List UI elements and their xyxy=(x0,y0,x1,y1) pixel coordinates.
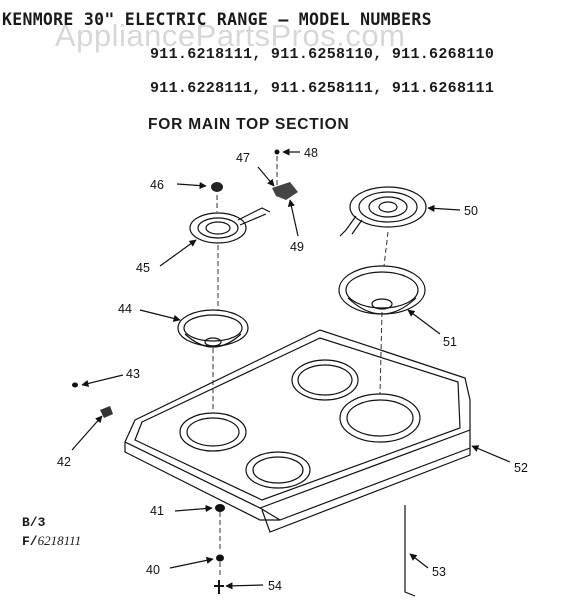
callout-41: 41 xyxy=(150,504,164,518)
bumper-41[interactable] xyxy=(215,504,225,512)
receptacle-block[interactable] xyxy=(272,182,298,200)
stamp-line-2: F/6218111 xyxy=(22,532,81,551)
callout-54: 54 xyxy=(268,579,282,593)
callout-40: 40 xyxy=(146,563,160,577)
screw-43[interactable] xyxy=(72,382,78,388)
large-surface-element[interactable] xyxy=(339,186,427,237)
watermark: AppliancePartsPros.com xyxy=(55,18,406,53)
cooktop-main-top[interactable] xyxy=(124,329,471,533)
callout-49: 49 xyxy=(290,240,304,254)
callout-47: 47 xyxy=(236,151,250,165)
callout-45: 45 xyxy=(136,261,150,275)
stamp-model: 6218111 xyxy=(37,533,82,548)
section-title: FOR MAIN TOP SECTION xyxy=(148,116,350,133)
clip-42[interactable] xyxy=(100,406,113,418)
callout-43: 43 xyxy=(126,367,140,381)
small-surface-element[interactable] xyxy=(189,207,271,244)
screw-48[interactable] xyxy=(274,149,280,155)
callout-50: 50 xyxy=(464,204,478,218)
element-knob-cap[interactable] xyxy=(211,182,223,192)
callout-46: 46 xyxy=(150,178,164,192)
callout-42: 42 xyxy=(57,455,71,469)
screw-54[interactable] xyxy=(214,580,224,594)
callout-51: 51 xyxy=(443,335,457,349)
stamp-line-1: B/3 xyxy=(22,515,46,530)
model-numbers-row-1: 911.6218111, 911.6258110, 911.6268110 xyxy=(150,46,495,63)
large-drip-bowl[interactable] xyxy=(338,265,426,315)
callout-53: 53 xyxy=(432,565,446,579)
diagram-title: KENMORE 30" ELECTRIC RANGE — MODEL NUMBE… xyxy=(2,10,432,29)
bumper-40[interactable] xyxy=(216,554,224,562)
small-drip-bowl[interactable] xyxy=(177,309,249,348)
callout-52: 52 xyxy=(514,461,528,475)
stamp-prefix: F/ xyxy=(22,534,38,549)
strip-53[interactable] xyxy=(404,505,416,597)
reference-stamp: B/3 F/6218111 xyxy=(22,514,81,551)
callout-44: 44 xyxy=(118,302,132,316)
model-numbers-row-2: 911.6228111, 911.6258111, 911.6268111 xyxy=(150,80,495,97)
callout-48: 48 xyxy=(304,146,318,160)
